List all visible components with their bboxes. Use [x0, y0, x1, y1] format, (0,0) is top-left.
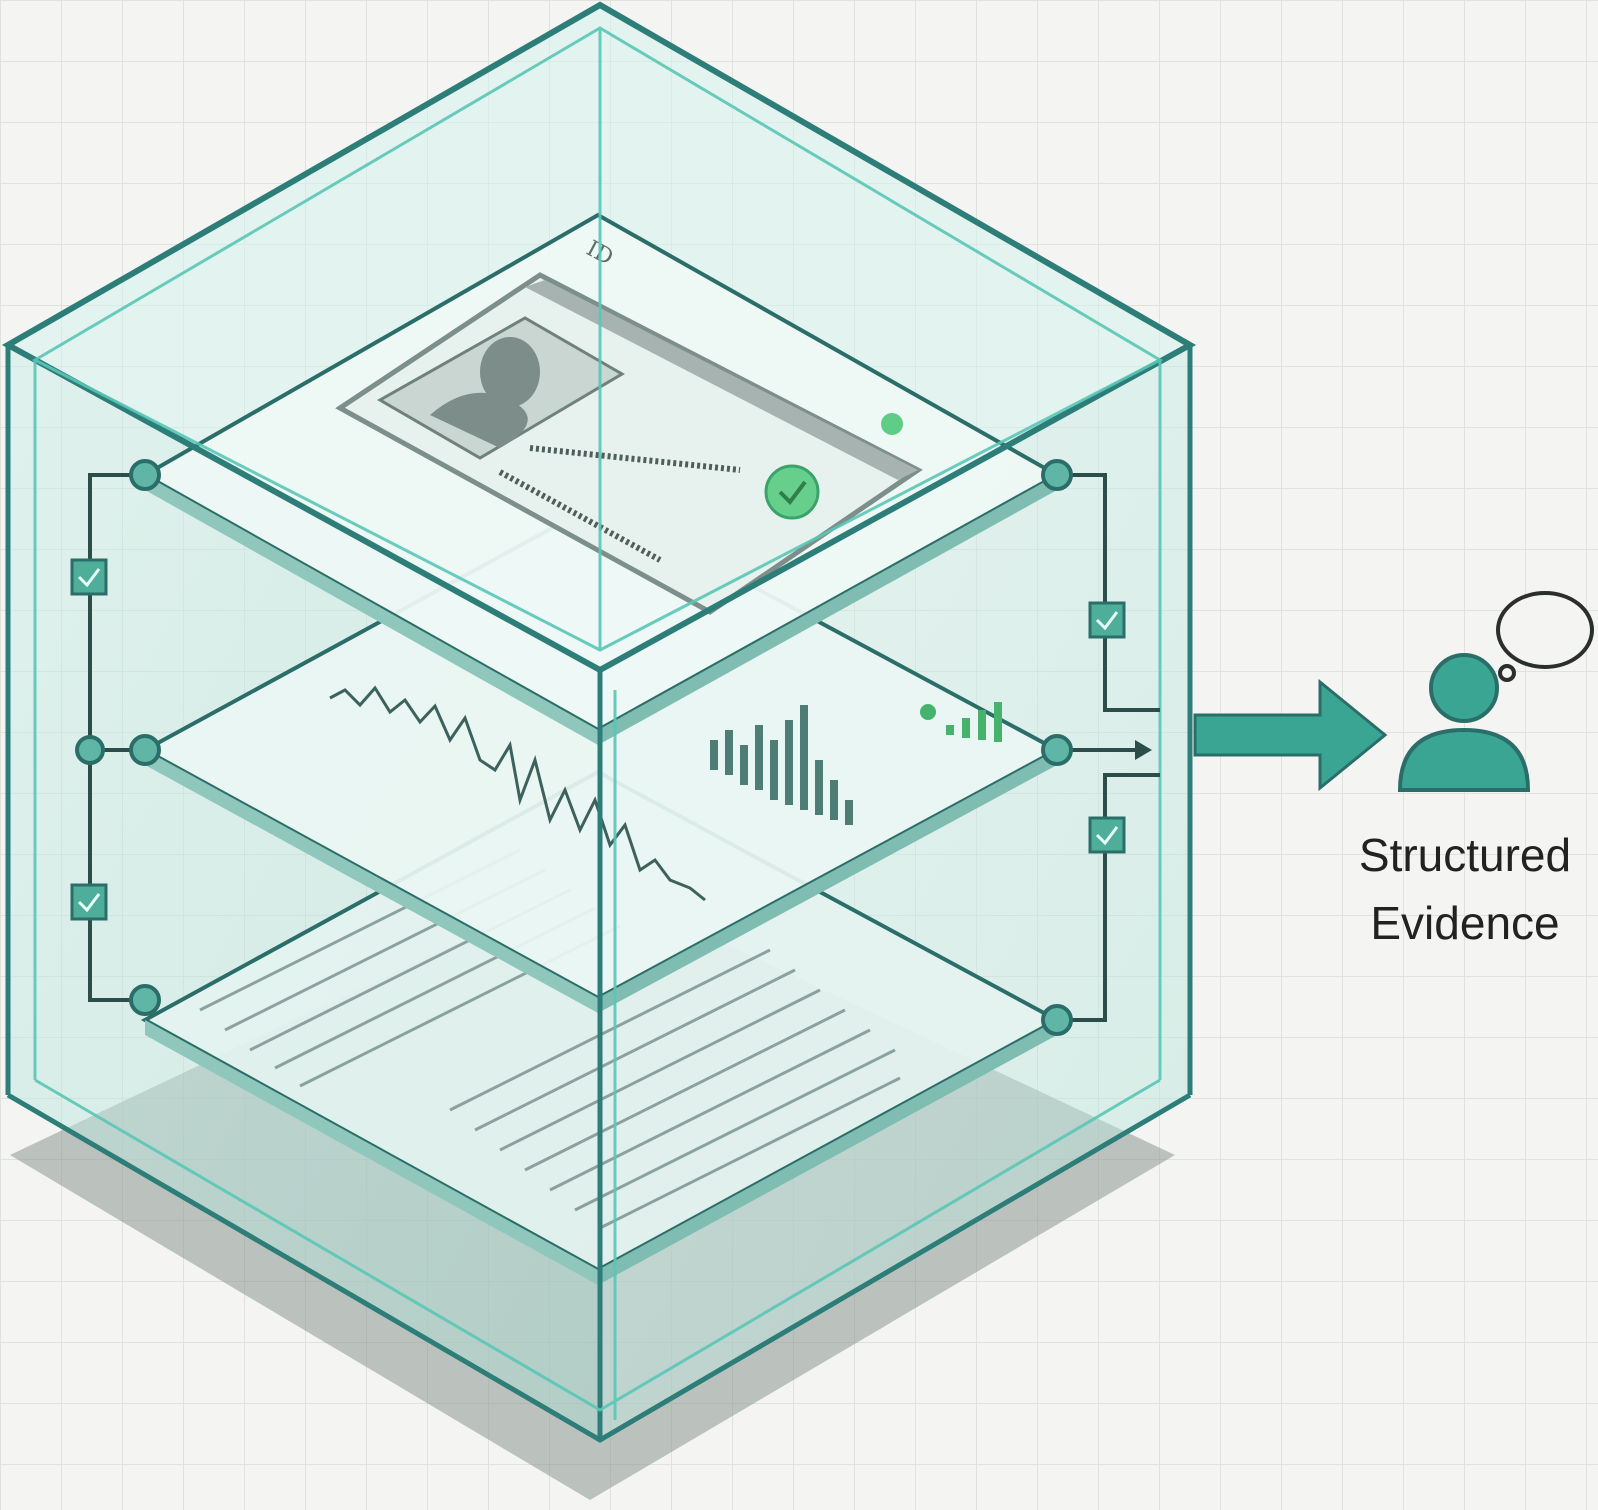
- checkbox-icon: [70, 558, 108, 596]
- person-photo-icon: [430, 337, 540, 448]
- signal-strength-icon: [920, 702, 1002, 742]
- id-card-header-strip: [525, 280, 918, 480]
- checkbox-icon: [1088, 816, 1126, 854]
- checkbox-icon: [70, 883, 108, 921]
- person-icon: [1397, 653, 1531, 792]
- waveform-line: [329, 685, 706, 902]
- cube-edges: [1, 1, 1197, 1443]
- id-verified-check-icon: [764, 464, 820, 520]
- checkbox-icon: [1088, 601, 1126, 639]
- output-label-line-1: Structured: [1358, 829, 1572, 881]
- status-dot-icon: [881, 413, 903, 435]
- output-arrow-icon: [1193, 678, 1388, 792]
- cube-inner-edges: [31, 26, 1164, 1420]
- right-connector-rail: [1041, 459, 1160, 1036]
- output-label-line-2: Evidence: [1370, 897, 1560, 949]
- thought-bubble-icon: [1496, 591, 1594, 682]
- histogram-bars: [710, 705, 853, 825]
- left-connector-rail: [70, 459, 161, 1016]
